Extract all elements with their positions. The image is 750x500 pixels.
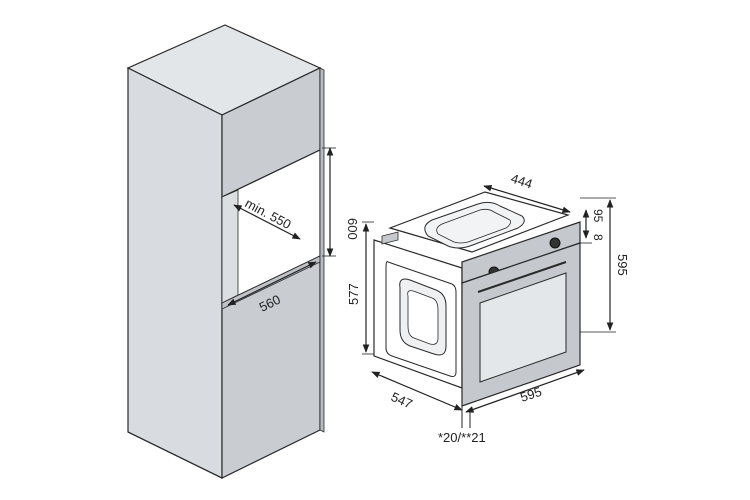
dim-door-note: *20/**21 bbox=[438, 412, 486, 445]
oven-height-label: 595 bbox=[615, 254, 630, 276]
niche-height-label: 600 bbox=[345, 218, 360, 240]
control-offset-label: 8 bbox=[591, 234, 605, 241]
dim-niche-height: 600 bbox=[322, 147, 360, 257]
door-handle[interactable] bbox=[477, 261, 567, 293]
dim-body-height: 577 bbox=[346, 221, 374, 355]
dim-oven-height: 595 bbox=[580, 197, 630, 333]
door-note-label: *20/**21 bbox=[438, 430, 486, 445]
cabinet-right-edge bbox=[319, 67, 325, 433]
tall-cabinet bbox=[126, 24, 325, 479]
oven bbox=[373, 191, 581, 412]
oven-width-label: 595 bbox=[518, 384, 543, 405]
dim-oven-width: 595 bbox=[465, 369, 585, 413]
dim-oven-body-width: 444 bbox=[483, 171, 571, 214]
control-panel-height-label: 95 bbox=[591, 209, 605, 223]
control-knob-right-icon[interactable] bbox=[549, 237, 561, 249]
oven-back-frame bbox=[381, 231, 399, 245]
oven-top-tray bbox=[424, 201, 525, 249]
cabinet-left-side bbox=[127, 67, 223, 479]
dim-control-panel-height: 95 bbox=[582, 209, 605, 239]
body-height-label: 577 bbox=[346, 283, 361, 305]
oven-window bbox=[479, 272, 567, 383]
dim-control-offset: 8 bbox=[580, 234, 605, 244]
body-depth-label: 547 bbox=[389, 389, 415, 412]
niche-inner-wall bbox=[221, 189, 239, 304]
oven-body-width-label: 444 bbox=[509, 171, 534, 192]
